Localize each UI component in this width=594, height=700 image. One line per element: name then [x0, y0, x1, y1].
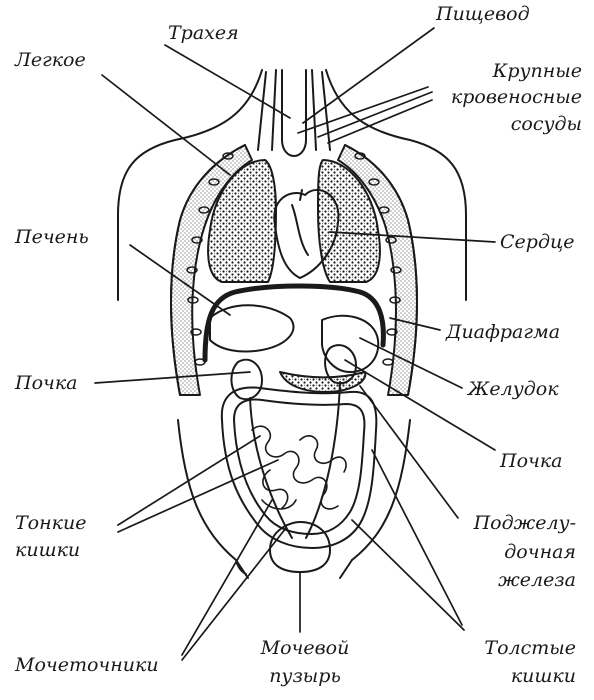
leader-heart	[329, 231, 496, 243]
kidney-left	[230, 358, 263, 400]
leader-large-int-2	[351, 519, 465, 631]
liver	[209, 304, 295, 353]
label-small-int-2: кишки	[15, 539, 81, 561]
ribs-right	[354, 152, 402, 366]
leader-kidney-right	[344, 359, 496, 451]
leader-pancreas	[359, 385, 459, 519]
label-esophagus: Пищевод	[436, 3, 530, 25]
label-ureters: Мочеточники	[15, 654, 159, 676]
label-vessels-2: кровеносные	[450, 86, 582, 108]
ribs-left	[186, 152, 234, 366]
label-bladder-1: Мочевой	[260, 637, 350, 659]
label-stomach: Желудок	[468, 378, 559, 400]
leader-vessels-2	[317, 91, 433, 138]
leader-kidney-left	[94, 371, 251, 384]
leader-liver	[129, 244, 231, 316]
label-bladder-2: пузырь	[269, 665, 341, 687]
large-intestine	[220, 386, 378, 549]
label-small-int-1: Тонкие	[15, 512, 87, 534]
leader-small-int-2	[117, 459, 279, 533]
label-pancreas-1: Поджелу-	[473, 512, 576, 534]
leader-vessels-1	[297, 86, 429, 134]
leader-vessels-3	[327, 99, 433, 144]
label-kidney-right: Почка	[500, 450, 563, 472]
leader-esophagus	[302, 27, 435, 124]
diaphragm	[202, 283, 386, 363]
label-trachea: Трахея	[168, 22, 239, 44]
small-intestine	[251, 425, 347, 510]
flank-right	[351, 419, 411, 561]
label-diaphragm: Диафрагма	[446, 321, 561, 343]
leader-stomach	[359, 337, 463, 389]
label-pancreas-2: дочная	[504, 541, 576, 563]
label-liver: Печень	[15, 226, 89, 248]
label-vessels-1: Крупные	[492, 60, 582, 82]
label-vessels-3: сосуды	[510, 113, 582, 135]
label-large-int-1: Толстые	[484, 637, 576, 659]
pelvis-tick-right	[339, 559, 353, 579]
leader-diaphragm	[389, 317, 441, 331]
label-pancreas-3: железа	[498, 569, 576, 591]
label-large-int-2: кишки	[510, 665, 576, 687]
pelvis-tick-left	[235, 559, 249, 579]
label-heart: Сердце	[500, 231, 575, 253]
torso-outline-right	[325, 69, 467, 301]
bladder	[269, 521, 331, 573]
heart	[273, 189, 340, 279]
lung-left	[207, 159, 277, 283]
leader-lung	[101, 74, 231, 176]
leader-small-int-1	[117, 435, 261, 526]
lung-right	[317, 159, 381, 283]
kidney-right	[324, 344, 357, 385]
pancreas	[279, 371, 367, 393]
label-lung: Легкое	[15, 49, 86, 71]
torso-outline-left	[117, 69, 263, 301]
stomach	[321, 314, 380, 373]
flank-left	[177, 419, 247, 575]
leader-large-int-1	[371, 449, 463, 626]
label-kidney-left: Почка	[15, 372, 78, 394]
leader-trachea	[164, 44, 291, 119]
leader-ureters-1	[181, 499, 273, 656]
trachea	[281, 69, 307, 157]
leader-ureters-2	[181, 527, 287, 661]
